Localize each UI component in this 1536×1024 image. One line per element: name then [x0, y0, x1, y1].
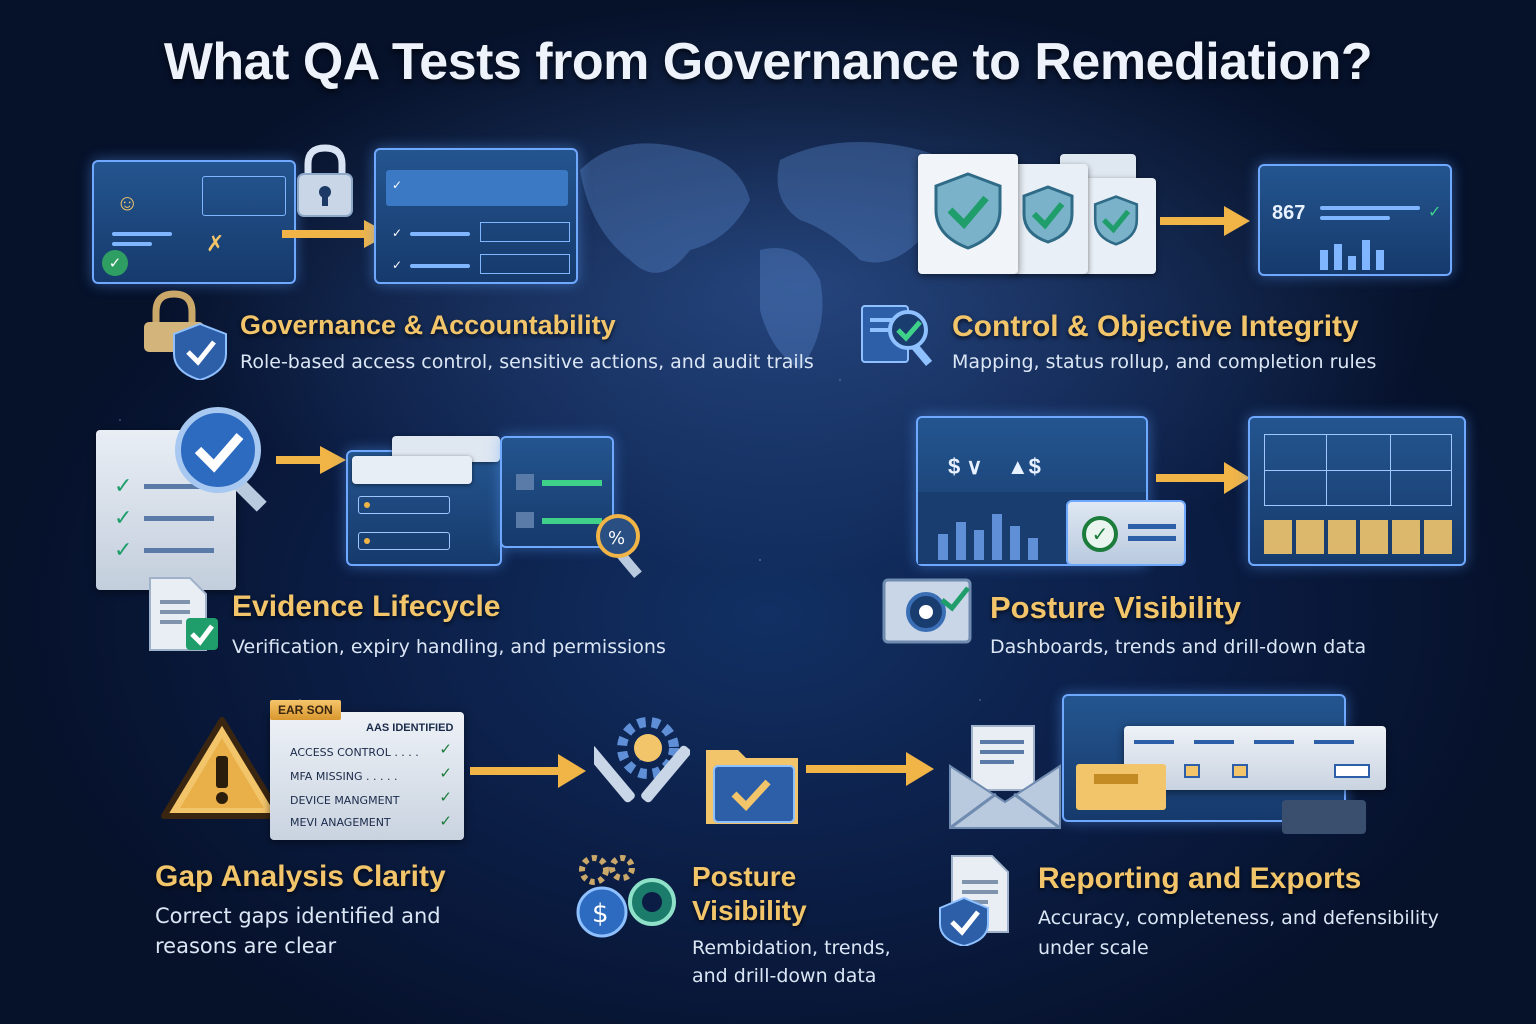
remediation-heading-line1: Posture — [692, 861, 797, 892]
evidence-status-panel-icon — [500, 436, 614, 548]
evidence-description: Verification, expiry handling, and permi… — [232, 636, 666, 658]
gap-tag: EAR SON — [270, 700, 341, 720]
governance-heading: Governance & Accountability — [240, 310, 616, 340]
reporting-description-line2: under scale — [1038, 937, 1149, 959]
arrow-icon — [470, 754, 586, 788]
evidence-heading: Evidence Lifecycle — [232, 590, 501, 623]
checklist-icon: ✓ ✓ ✓ — [96, 430, 236, 590]
user-panel-icon: ☺ ✗ ✓ — [92, 160, 296, 284]
document-shield-icon — [939, 855, 1009, 946]
gap-list-item: ACCESS CONTROL . . . . — [290, 746, 419, 759]
control-description: Mapping, status rollup, and completion r… — [952, 351, 1377, 373]
svg-text:$: $ — [592, 899, 609, 929]
gap-description-line1: Correct gaps identified and — [155, 904, 441, 928]
report-card-icon — [1076, 764, 1166, 810]
reporting-heading: Reporting and Exports — [1038, 862, 1362, 895]
eye-check-icon: ✓ — [1066, 500, 1186, 566]
magnifier-icon — [861, 305, 933, 366]
magnifier-percent-icon: % — [596, 514, 642, 578]
arrow-icon — [806, 752, 934, 786]
warning-icon — [161, 717, 283, 819]
arrow-icon — [1156, 462, 1250, 494]
gap-list-card: AAS IDENTIFIED ACCESS CONTROL . . . . ✓ … — [270, 712, 464, 840]
governance-description: Role-based access control, sensitive act… — [240, 351, 814, 373]
table-panel-icon — [1124, 726, 1386, 790]
gear-dollar-icon: $ — [576, 855, 676, 938]
posture-description: Dashboards, trends and drill-down data — [990, 636, 1367, 658]
table-icon — [1248, 416, 1466, 566]
lock-shield-icon — [144, 290, 227, 380]
reporting-description-line1: Accuracy, completeness, and defensibilit… — [1038, 907, 1439, 929]
wrench-gear-icon — [594, 717, 690, 803]
gap-list-item: MEVI ANAGEMENT — [290, 816, 391, 829]
gap-heading: Gap Analysis Clarity — [155, 860, 446, 893]
posture-heading: Posture Visibility — [990, 590, 1241, 625]
lock-icon — [297, 144, 353, 217]
control-heading: Control & Objective Integrity — [952, 310, 1359, 343]
magnifier-check-icon — [175, 407, 267, 512]
dashboard-icon: 867 ✓ — [1258, 164, 1452, 276]
check-icon: ✓ — [439, 740, 452, 758]
envelope-icon — [949, 725, 1061, 830]
check-icon: ✓ — [439, 812, 452, 830]
dashboard-value: 867 — [1272, 202, 1306, 224]
arrow-icon — [276, 446, 346, 474]
page-title: What QA Tests from Governance to Remedia… — [163, 33, 1373, 91]
check-icon: ✓ — [439, 764, 452, 782]
export-device-icon — [1282, 800, 1366, 834]
arrow-icon — [1160, 206, 1250, 236]
audit-log-panel-icon: ✓ ✓ ✓ — [374, 148, 578, 284]
remediation-description-line2: and drill-down data — [692, 965, 877, 987]
remediation-heading-line2: Visibility — [692, 895, 807, 926]
gap-list-header: AAS IDENTIFIED — [366, 722, 454, 734]
check-icon: ✓ — [439, 788, 452, 806]
gap-list-item: DEVICE MANGMENT — [290, 794, 400, 807]
document-check-icon — [149, 577, 218, 651]
gap-description-line2: reasons are clear — [155, 934, 337, 958]
folder-check-icon — [706, 750, 798, 824]
gap-list-item: MFA MISSING . . . . . — [290, 770, 398, 783]
eye-monitor-icon — [882, 578, 972, 644]
remediation-description-line1: Rembidation, trends, — [692, 937, 891, 959]
svg-text:%: % — [608, 528, 625, 549]
